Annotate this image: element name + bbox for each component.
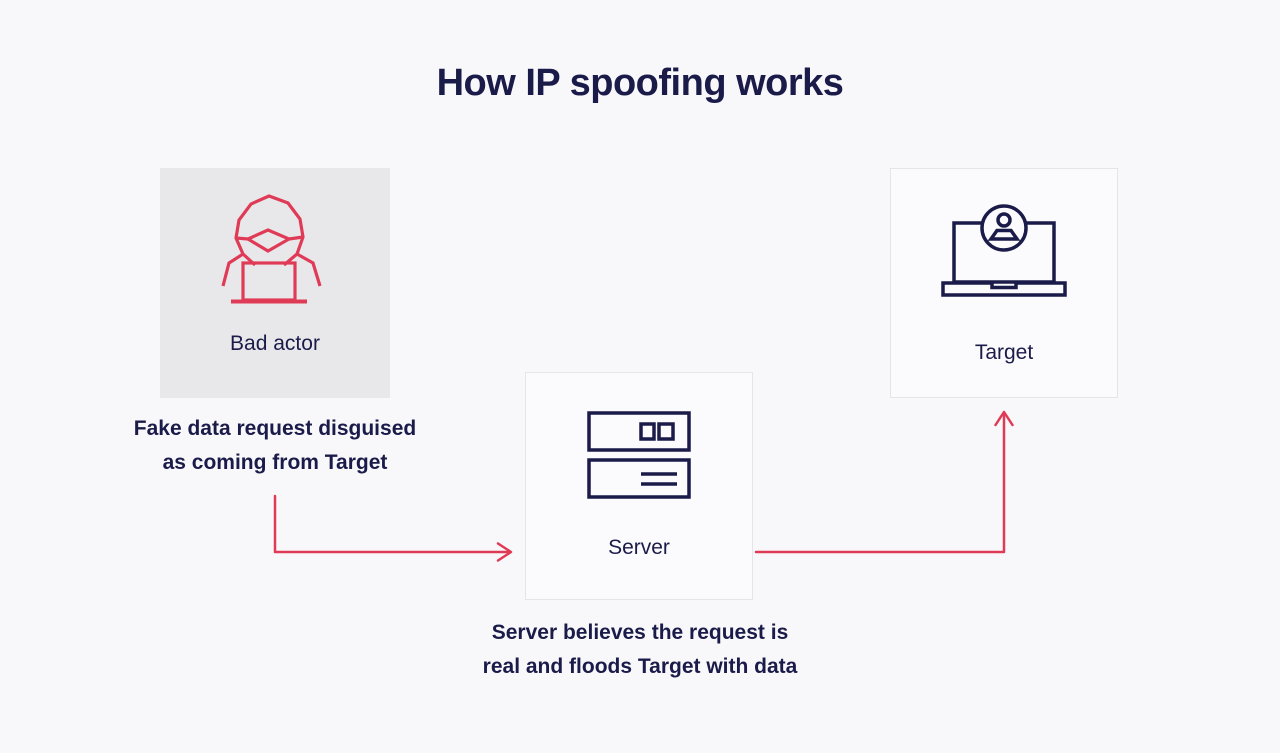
diagram-title: How IP spoofing works: [436, 62, 844, 104]
arrow-bad-actor-to-server: [273, 494, 513, 562]
laptop-user-icon: [941, 204, 1067, 297]
node-label-bad-actor: Bad actor: [230, 332, 320, 355]
node-target: Target: [890, 168, 1118, 398]
node-server: Server: [525, 372, 753, 600]
node-bad-actor: Bad actor: [160, 168, 390, 398]
caption-fake-request: Fake data request disguised as coming fr…: [85, 412, 465, 480]
node-label-server: Server: [608, 536, 670, 559]
hooded-hacker-laptop-icon: [221, 194, 322, 304]
caption-server-floods: Server believes the request is real and …: [440, 616, 840, 684]
caption-line: real and floods Target with data: [482, 655, 798, 678]
caption-line: as coming from Target: [162, 451, 388, 474]
caption-line: Fake data request disguised: [133, 417, 417, 440]
node-label-target: Target: [974, 341, 1034, 364]
caption-line: Server believes the request is: [491, 621, 789, 644]
arrow-server-to-target: [754, 410, 1014, 554]
server-rack-icon: [587, 411, 691, 499]
